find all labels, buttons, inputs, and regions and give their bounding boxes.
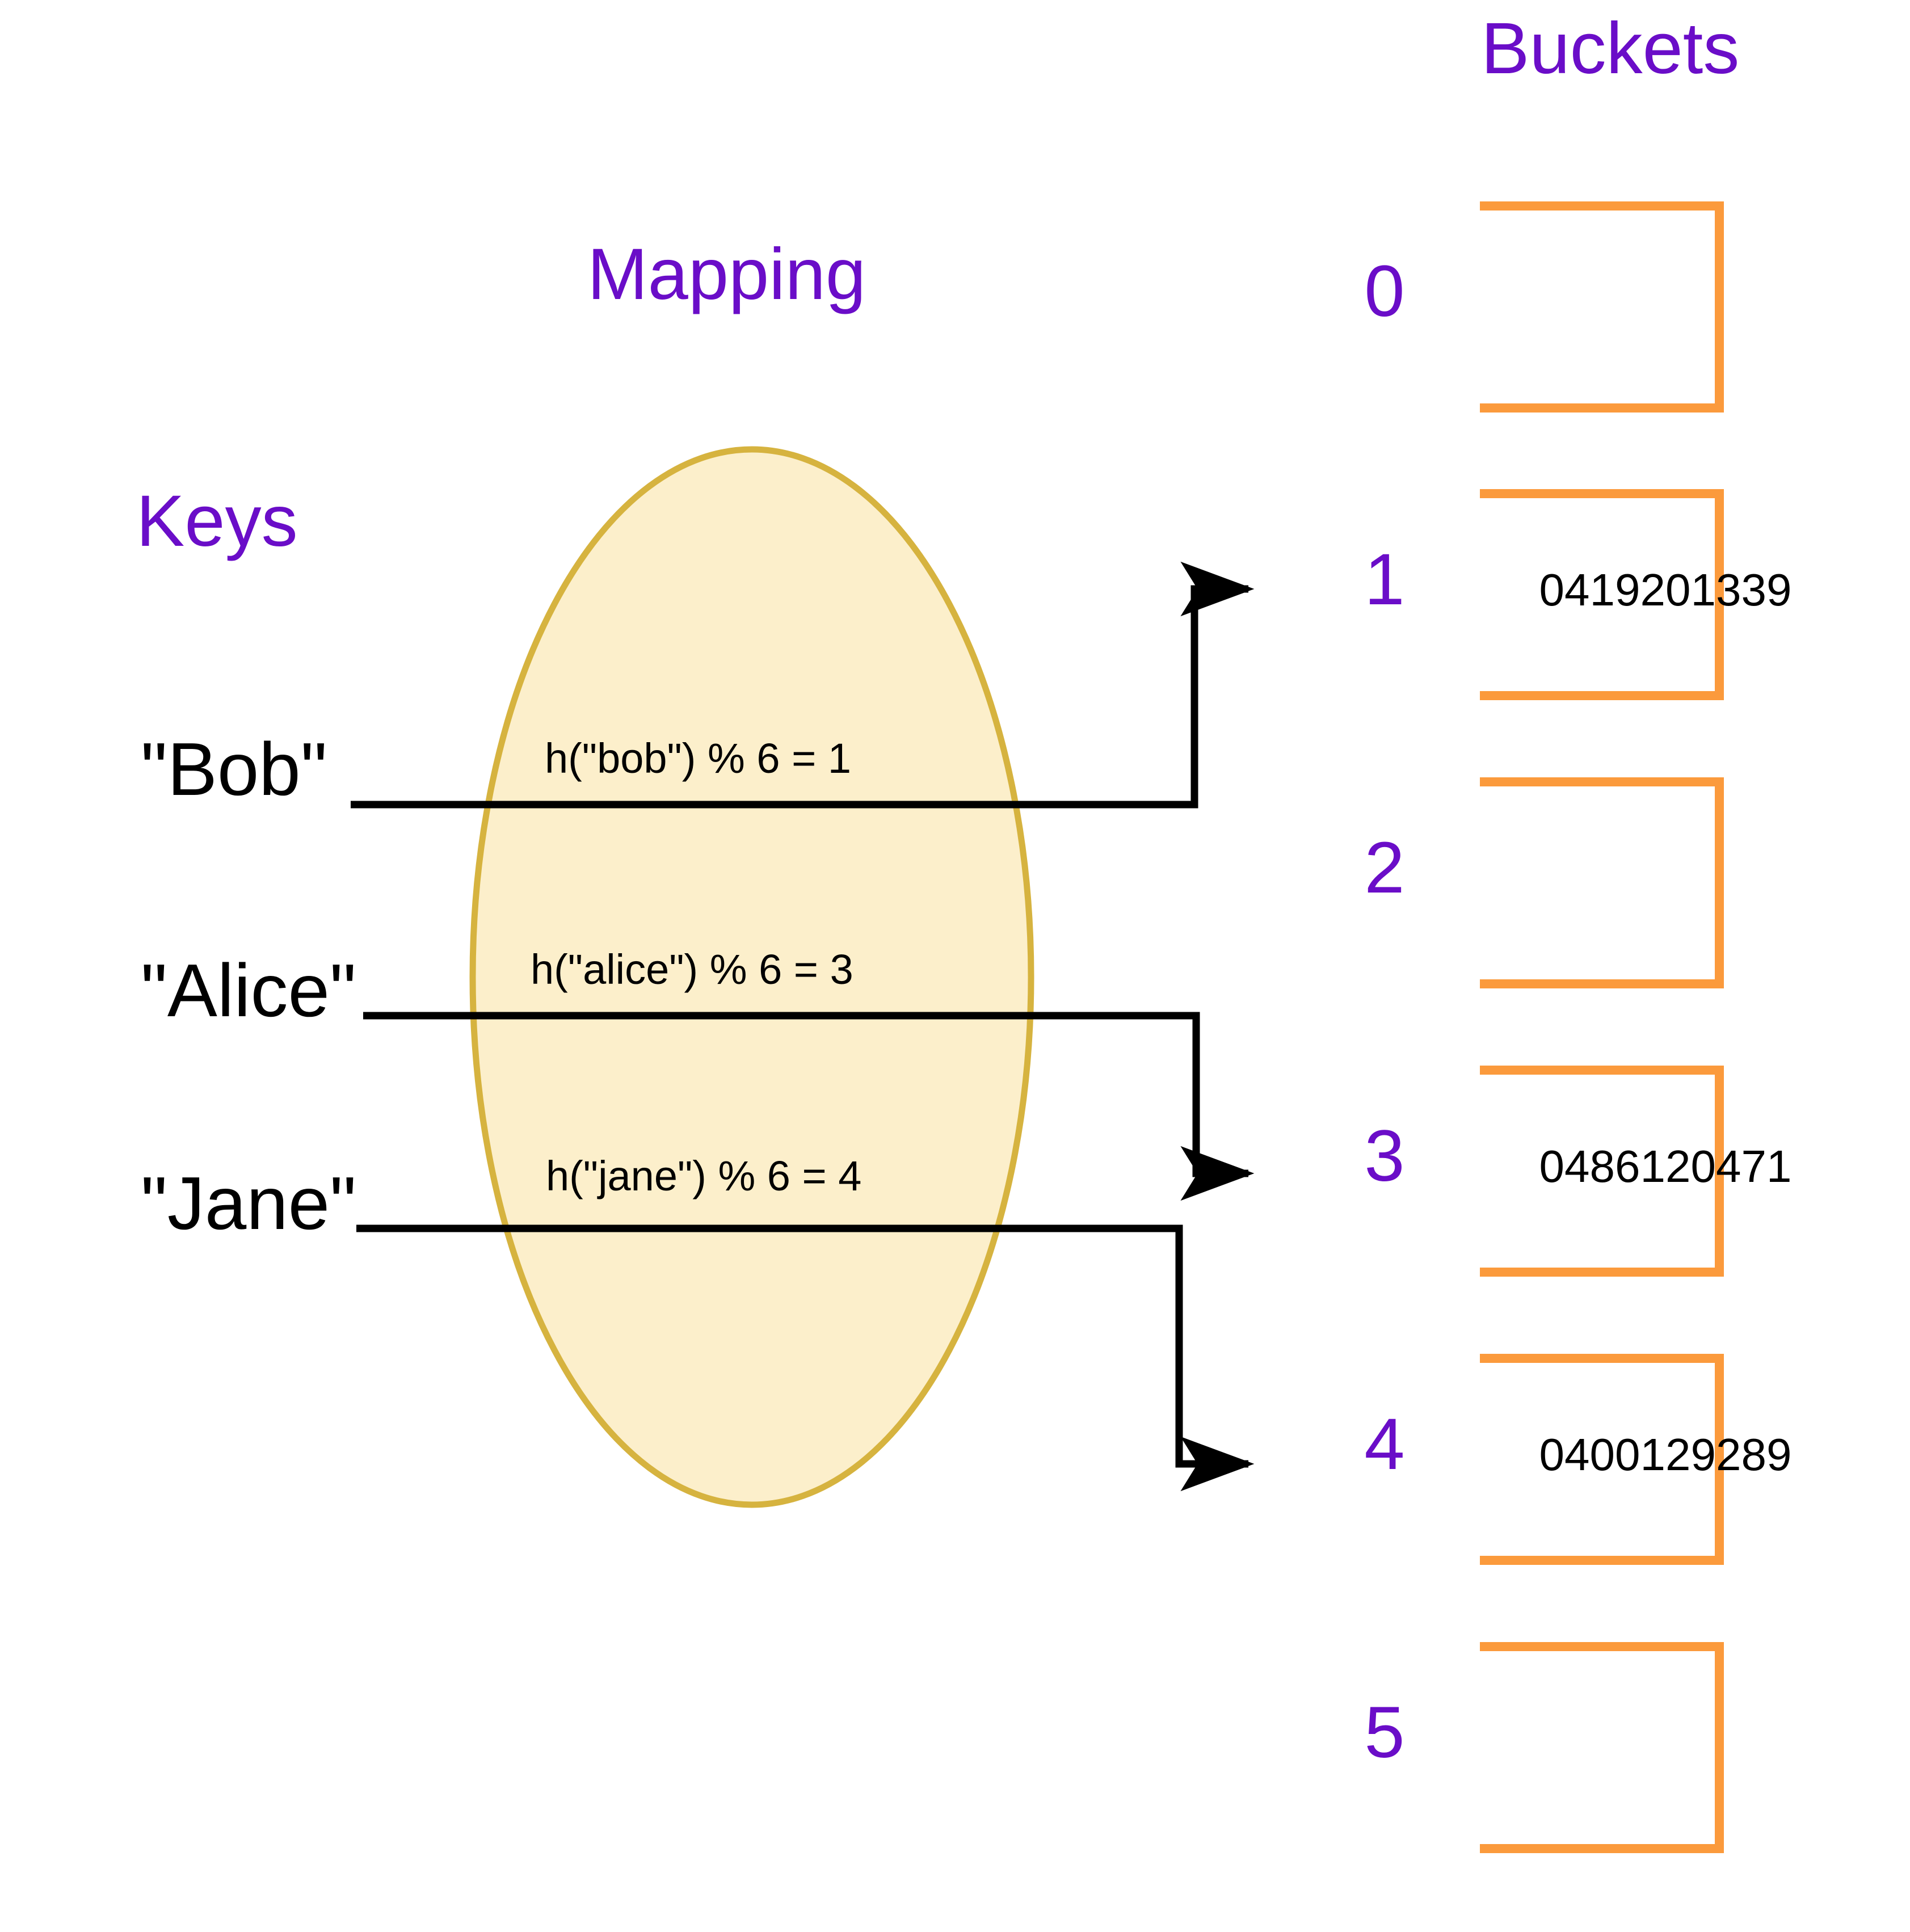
bucket-index-5: 5 <box>1364 1692 1405 1773</box>
hash-formula-alice: h("alice") % 6 = 3 <box>531 946 853 993</box>
bucket-box-1 <box>1480 489 1724 700</box>
bucket-box-5 <box>1480 1642 1724 1853</box>
bucket-index-1: 1 <box>1364 539 1405 620</box>
hash-formula-bob: h("bob") % 6 = 1 <box>545 735 852 782</box>
bucket-box-0 <box>1480 201 1724 413</box>
page-title-mapping: Mapping <box>587 234 866 315</box>
page-title-keys: Keys <box>136 481 298 562</box>
page-title-buckets: Buckets <box>1481 8 1740 89</box>
key-label-bob: "Bob" <box>141 727 327 811</box>
bucket-value-3: 0486120471 <box>1539 1141 1792 1192</box>
bucket-box-3 <box>1480 1066 1724 1277</box>
bucket-index-3: 3 <box>1364 1116 1405 1197</box>
connector-jane-to-bucket-4 <box>356 1224 1255 1492</box>
connector-alice-to-bucket-3 <box>363 1012 1255 1201</box>
bucket-value-1: 0419201339 <box>1539 565 1792 615</box>
bucket-index-4: 4 <box>1364 1404 1405 1485</box>
bucket-index-0: 0 <box>1364 251 1405 332</box>
bucket-box-2 <box>1480 777 1724 988</box>
bucket-box-4 <box>1480 1354 1724 1565</box>
mapping-ellipse <box>469 446 1034 1508</box>
key-label-jane: "Jane" <box>141 1161 356 1245</box>
bucket-index-2: 2 <box>1364 827 1405 908</box>
key-label-alice: "Alice" <box>141 949 356 1032</box>
hash-formula-jane: h("jane") % 6 = 4 <box>546 1152 862 1199</box>
connector-bob-to-bucket-1 <box>351 561 1255 809</box>
bucket-value-4: 0400129289 <box>1539 1429 1792 1480</box>
